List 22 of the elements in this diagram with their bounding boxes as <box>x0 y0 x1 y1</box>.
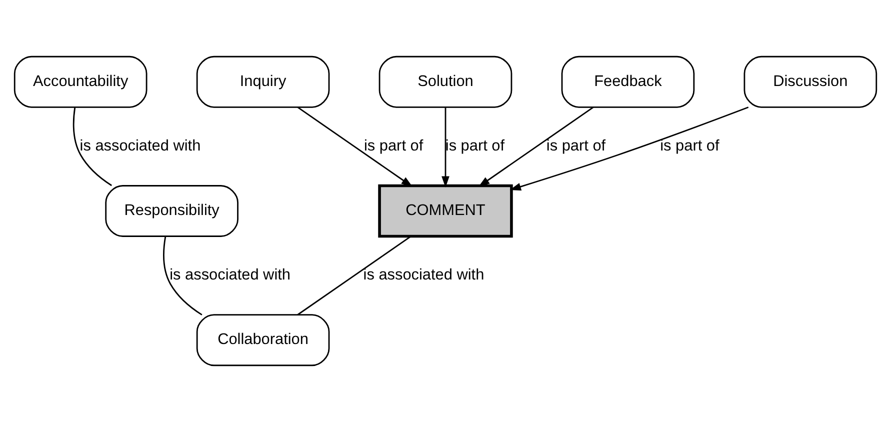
node-box: Discussion <box>744 56 878 108</box>
arrow <box>442 108 450 188</box>
node-box: Feedback <box>561 56 695 108</box>
node-box: Inquiry <box>196 56 330 108</box>
node-box: Responsibility <box>105 185 238 237</box>
edge-label: is part of <box>364 137 424 154</box>
node-box: COMMENT <box>378 184 513 238</box>
edge-label: is associated with <box>80 137 201 154</box>
edge-label: is part of <box>660 137 720 154</box>
connector <box>163 236 202 316</box>
edge-label: is part of <box>445 137 505 154</box>
edge-label: is associated with <box>363 266 484 284</box>
edge-label: is associated with <box>170 266 290 284</box>
arrow <box>478 106 594 187</box>
connector <box>297 236 412 316</box>
node-box: Accountability <box>14 56 148 108</box>
node-box: Collaboration <box>196 314 330 366</box>
arrow <box>297 106 413 187</box>
edge-label: is part of <box>546 137 606 154</box>
arrow <box>510 106 749 190</box>
node-box: Solution <box>378 56 512 108</box>
connector <box>72 107 112 186</box>
